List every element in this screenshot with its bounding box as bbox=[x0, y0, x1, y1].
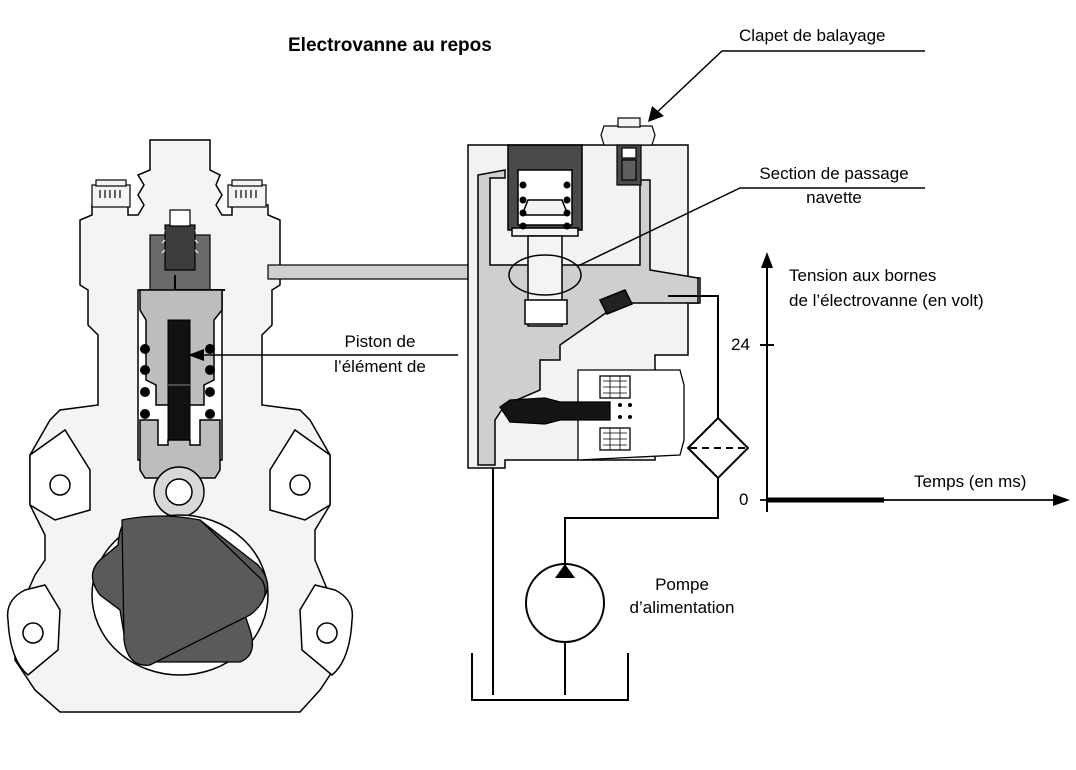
roller-inner bbox=[165, 478, 193, 506]
piston-arrowhead bbox=[188, 349, 204, 361]
label-alimentation: d’alimentation bbox=[629, 598, 735, 617]
label-element: l’élément de bbox=[334, 357, 426, 376]
top-fittings bbox=[91, 179, 267, 208]
scavenge-valve bbox=[600, 117, 656, 186]
diagram-title: Electrovanne au repos bbox=[288, 35, 492, 56]
cam bbox=[91, 515, 269, 666]
graph-ytick-0: 0 bbox=[739, 490, 749, 509]
hydraulic-lines bbox=[492, 295, 719, 695]
x-axis-arrowhead bbox=[1053, 494, 1070, 506]
filter-symbol bbox=[686, 416, 750, 480]
clapet-arrowhead bbox=[648, 106, 664, 122]
graph-ylabel-line1: Tension aux bornes bbox=[789, 266, 937, 285]
graph-ytick-24: 24 bbox=[731, 335, 750, 354]
label-piston: Piston de bbox=[344, 332, 416, 351]
solenoid-coil-dots bbox=[519, 181, 571, 230]
hp-line bbox=[267, 264, 471, 280]
leader-lines bbox=[200, 50, 925, 356]
shuttle-section-ellipse bbox=[508, 254, 582, 296]
delivery-valve bbox=[149, 209, 225, 291]
label-clapet-balayage: Clapet de balayage bbox=[739, 26, 886, 45]
feed-pump-symbol bbox=[525, 563, 605, 643]
label-pompe: Pompe bbox=[655, 575, 709, 594]
lower-actuator bbox=[499, 369, 685, 461]
graph-ylabel-line2: de l’électrovanne (en volt) bbox=[789, 291, 984, 310]
voltage-graph bbox=[760, 252, 1070, 512]
bolt-holes bbox=[22, 474, 338, 644]
label-navette: navette bbox=[806, 188, 862, 207]
fuel-tank bbox=[471, 653, 629, 701]
graph-xlabel: Temps (en ms) bbox=[914, 472, 1027, 491]
y-axis-arrowhead bbox=[761, 252, 773, 268]
label-section-passage: Section de passage bbox=[759, 164, 909, 183]
